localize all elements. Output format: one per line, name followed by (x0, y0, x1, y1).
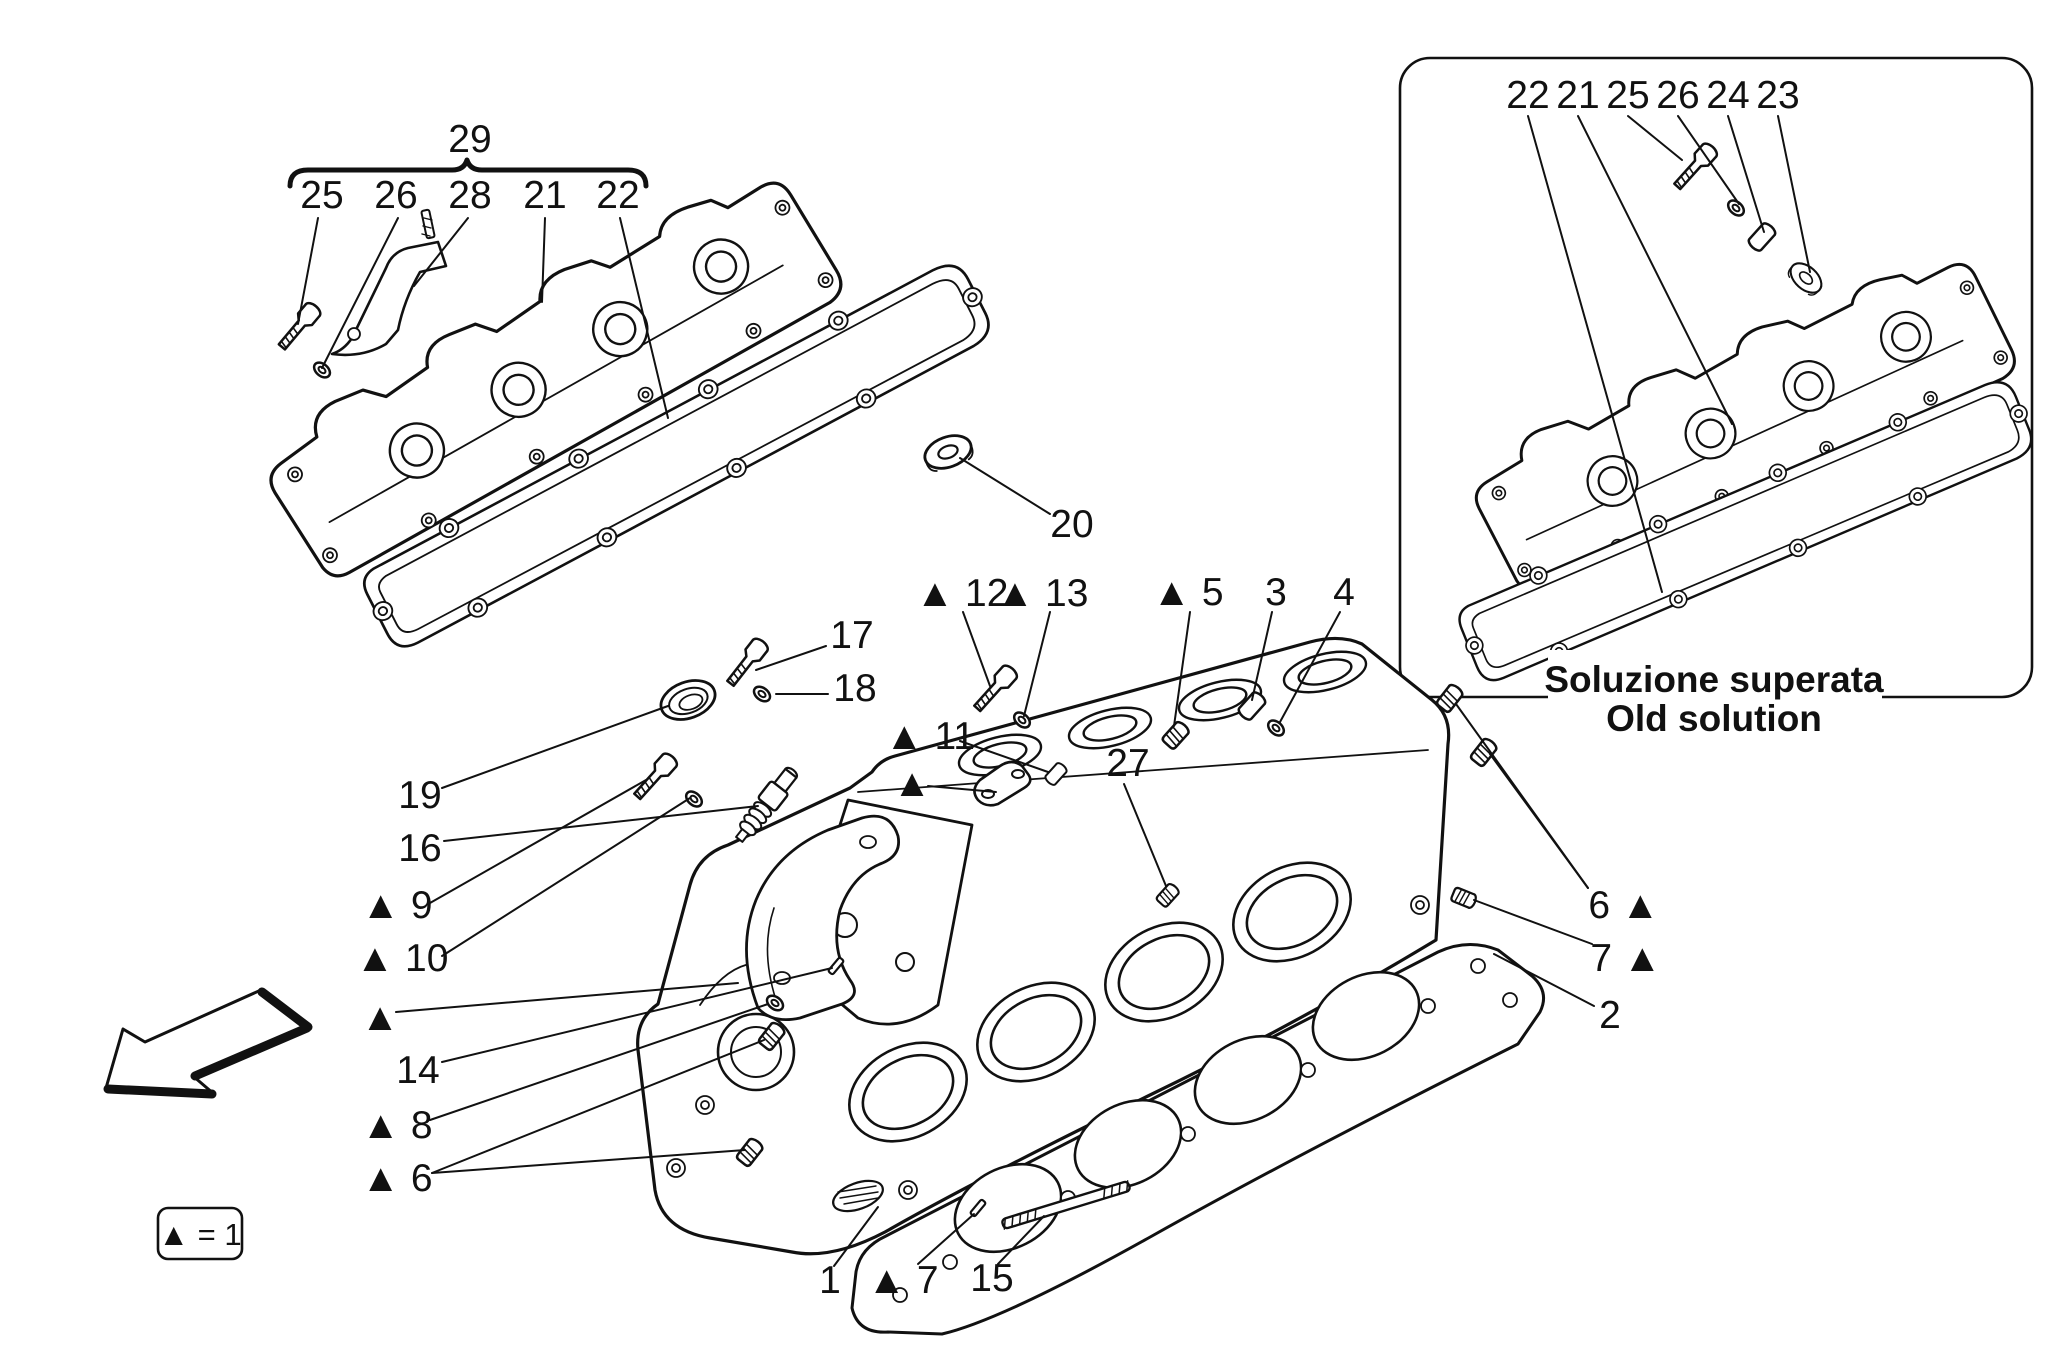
washer-18-drawing (749, 682, 775, 706)
cap-19-drawing (654, 672, 722, 728)
inset-callout-labels: 22 21 25 26 24 23 (1506, 74, 1799, 117)
callout-9: ▲ 9 (361, 884, 432, 927)
inset-callout-26: 26 (1656, 74, 1699, 117)
callout-22: 22 (596, 174, 639, 217)
bracket-28-drawing (330, 208, 448, 357)
washer-10-drawing (682, 787, 706, 811)
inset-callout-25: 25 (1606, 74, 1649, 117)
inset-caption-english: Old solution (1606, 698, 1822, 739)
bolt-12-drawing (969, 661, 1021, 716)
washer-26-drawing (309, 358, 335, 382)
callout-11: ▲ 11 (885, 715, 975, 758)
inset-leader-lines (1527, 115, 1811, 593)
callout-10: ▲ 10 (356, 937, 449, 980)
callout-2: 2 (1599, 994, 1621, 1037)
inset-callout-24: 24 (1706, 74, 1749, 117)
old-solution-inset: Soluzione superata Old solution 22 21 25… (1398, 56, 2048, 739)
callout-15: 15 (970, 1257, 1013, 1300)
callout-27: 27 (1106, 742, 1149, 785)
leader-lines (297, 217, 1595, 1267)
callout-3: 3 (1265, 571, 1287, 614)
valve-cover-drawing (239, 158, 1010, 661)
callout-17: 17 (830, 614, 873, 657)
callout-7-bottom: ▲ 7 (867, 1259, 938, 1302)
small-parts (629, 634, 1500, 1231)
callout-21: 21 (523, 174, 566, 217)
inset-grommet-23-drawing (1784, 256, 1828, 300)
callout-19: 19 (398, 774, 441, 817)
callout-1: 1 (819, 1259, 841, 1302)
bolt-9-drawing (629, 749, 681, 804)
callout-13: ▲ 13 (996, 572, 1089, 615)
setscrew-7-drawing (1449, 885, 1479, 911)
callout-28: 28 (448, 174, 491, 217)
inset-callout-21: 21 (1556, 74, 1599, 117)
callout-25: 25 (300, 174, 343, 217)
callout-18: 18 (833, 667, 876, 710)
curved-bracket-drawing (745, 814, 900, 1022)
legend: ▲ = 1 (156, 1206, 244, 1261)
caption-backplate (1548, 650, 1882, 702)
callout-12: ▲ 12 (916, 572, 1009, 615)
bolt-25-drawing (273, 299, 325, 354)
callout-20: 20 (1050, 503, 1093, 546)
callout-labels: 29 25 26 28 21 22 20 17 18 19 16 ▲ 9 ▲ 1… (300, 118, 1661, 1302)
callout-7-right: 7 ▲ (1590, 937, 1661, 980)
callout-4: 4 (1333, 571, 1355, 614)
inset-callout-22: 22 (1506, 74, 1549, 117)
legend-border (156, 1206, 244, 1261)
callout-16: 16 (398, 827, 441, 870)
combustion-chambers (848, 861, 1352, 1143)
inset-callout-23: 23 (1756, 74, 1799, 117)
callout-26: 26 (374, 174, 417, 217)
bolt-17-drawing (722, 634, 772, 691)
callout-14: 14 (396, 1049, 439, 1092)
callout-5: ▲ 5 (1152, 571, 1223, 614)
callout-triangle-left: ▲ (361, 996, 400, 1039)
direction-arrow (103, 987, 313, 1099)
group-29-brace (287, 157, 649, 189)
callout-29: 29 (448, 118, 491, 161)
callout-8: ▲ 8 (361, 1104, 432, 1147)
callout-6-left: ▲ 6 (361, 1157, 432, 1200)
grommet-20-drawing (918, 428, 978, 476)
callout-triangle-mid: ▲ (893, 762, 932, 805)
legend-note: ▲ = 1 (158, 1217, 241, 1252)
callout-6-right: 6 ▲ (1588, 884, 1659, 927)
inset-caption-italian: Soluzione superata (1544, 659, 1884, 700)
